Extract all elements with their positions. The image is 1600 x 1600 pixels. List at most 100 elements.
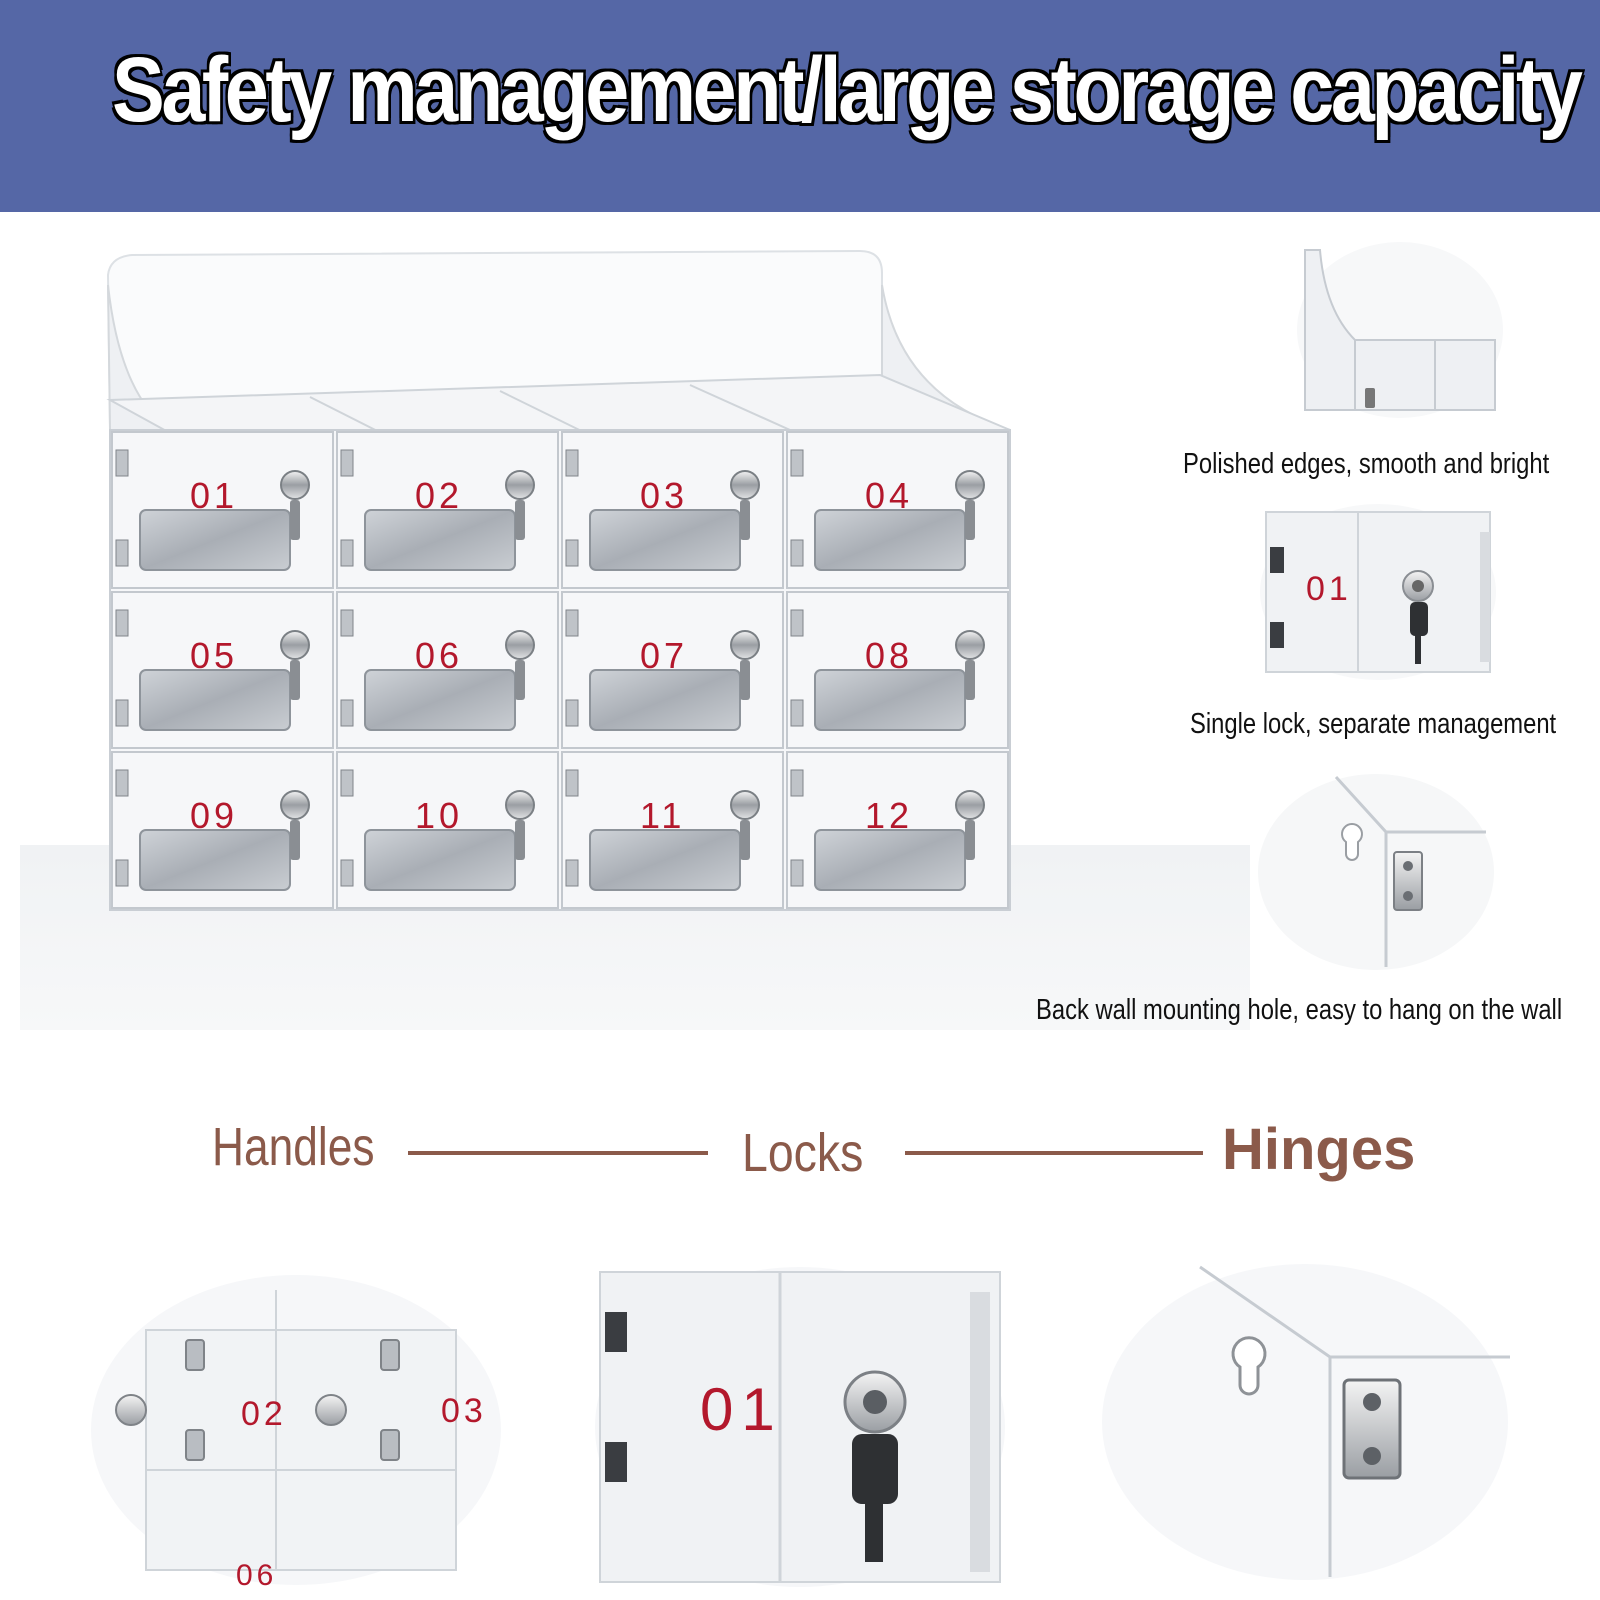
banner-title: Safety management/large storage capacity: [110, 37, 1584, 143]
lock: [730, 470, 760, 500]
phone-in-compartment: [589, 669, 741, 731]
compartment-frame: [336, 431, 559, 589]
compartment-frame: [786, 591, 1009, 749]
lock: [955, 470, 985, 500]
hinge: [115, 699, 129, 727]
key: [740, 660, 750, 700]
hinge: [790, 449, 804, 477]
hinge: [340, 699, 354, 727]
hinge: [790, 769, 804, 797]
compartment-frame: [561, 431, 784, 589]
caption-polished-edges: Polished edges, smooth and bright: [1183, 448, 1550, 480]
compartment-number: 03: [441, 1392, 487, 1430]
compartment-number: 10: [415, 795, 463, 836]
compartment-frame: [786, 431, 1009, 589]
hinge: [790, 859, 804, 887]
phone-in-compartment: [814, 829, 966, 891]
compartment-number: 02: [241, 1395, 287, 1433]
compartment-frame: [336, 751, 559, 909]
key: [965, 820, 975, 860]
compartment-frame: [561, 751, 784, 909]
hinge: [115, 859, 129, 887]
compartment-frame: [111, 591, 334, 749]
compartment-frame: [561, 591, 784, 749]
handles-detail-photo: 02 03 06: [91, 1275, 501, 1590]
compartment-number: 02: [415, 475, 463, 516]
compartment-number: 05: [190, 635, 238, 676]
feature-label-locks: Locks: [742, 1123, 864, 1183]
hinge: [115, 449, 129, 477]
key: [515, 820, 525, 860]
phone-in-compartment: [364, 509, 516, 571]
hinge: [340, 609, 354, 637]
hinge: [340, 539, 354, 567]
compartment-number: 03: [640, 475, 688, 516]
hinge: [340, 859, 354, 887]
lock: [955, 630, 985, 660]
compartment-frame: [786, 751, 1009, 909]
hinge: [565, 539, 579, 567]
lock: [280, 470, 310, 500]
compartment-number: 09: [190, 795, 238, 836]
hinge: [340, 449, 354, 477]
hinges-detail-photo: [1102, 1264, 1510, 1580]
lock: [505, 470, 535, 500]
key: [515, 500, 525, 540]
lock: [730, 790, 760, 820]
hinge: [565, 769, 579, 797]
feature-divider-line: [408, 1151, 708, 1155]
mounting-hole-detail-photo: [1258, 774, 1494, 970]
phone-in-compartment: [139, 509, 291, 571]
hinge: [790, 699, 804, 727]
hinge: [565, 449, 579, 477]
hinge: [565, 609, 579, 637]
hinge: [565, 699, 579, 727]
locks-detail-photo: 01: [595, 1267, 1005, 1587]
phone-in-compartment: [364, 829, 516, 891]
caption-single-lock: Single lock, separate management: [1190, 708, 1557, 740]
compartment-number: 01: [1306, 570, 1352, 608]
hinge: [565, 859, 579, 887]
hinge: [115, 539, 129, 567]
phone-in-compartment: [139, 669, 291, 731]
compartment-number: 01: [700, 1376, 783, 1443]
hinge: [115, 609, 129, 637]
key: [290, 500, 300, 540]
phone-in-compartment: [364, 669, 516, 731]
hinge: [340, 769, 354, 797]
key: [515, 660, 525, 700]
key: [740, 500, 750, 540]
phone-in-compartment: [139, 829, 291, 891]
compartment-number: 04: [865, 475, 913, 516]
lock: [505, 790, 535, 820]
feature-label-handles: Handles: [212, 1117, 375, 1177]
lock: [730, 630, 760, 660]
key: [740, 820, 750, 860]
compartment-number: 08: [865, 635, 913, 676]
key: [965, 660, 975, 700]
key: [290, 660, 300, 700]
edge-detail-photo: [1297, 242, 1503, 418]
hinge: [790, 539, 804, 567]
hinge: [790, 609, 804, 637]
phone-in-compartment: [589, 829, 741, 891]
compartment-number: 11: [640, 795, 685, 836]
lock: [280, 630, 310, 660]
compartment-frame: [111, 431, 334, 589]
lock: [955, 790, 985, 820]
lock: [280, 790, 310, 820]
phone-in-compartment: [814, 669, 966, 731]
feature-label-hinges: Hinges: [1222, 1117, 1416, 1182]
caption-mounting-hole: Back wall mounting hole, easy to hang on…: [1036, 994, 1563, 1026]
header-banner: Safety management/large storage capacity: [0, 0, 1600, 212]
compartment-number: 06: [236, 1559, 277, 1590]
compartment-number: 12: [865, 795, 913, 836]
key: [290, 820, 300, 860]
compartment-number: 06: [415, 635, 463, 676]
key: [965, 500, 975, 540]
compartment-frame: [336, 591, 559, 749]
phone-in-compartment: [814, 509, 966, 571]
phone-in-compartment: [589, 509, 741, 571]
